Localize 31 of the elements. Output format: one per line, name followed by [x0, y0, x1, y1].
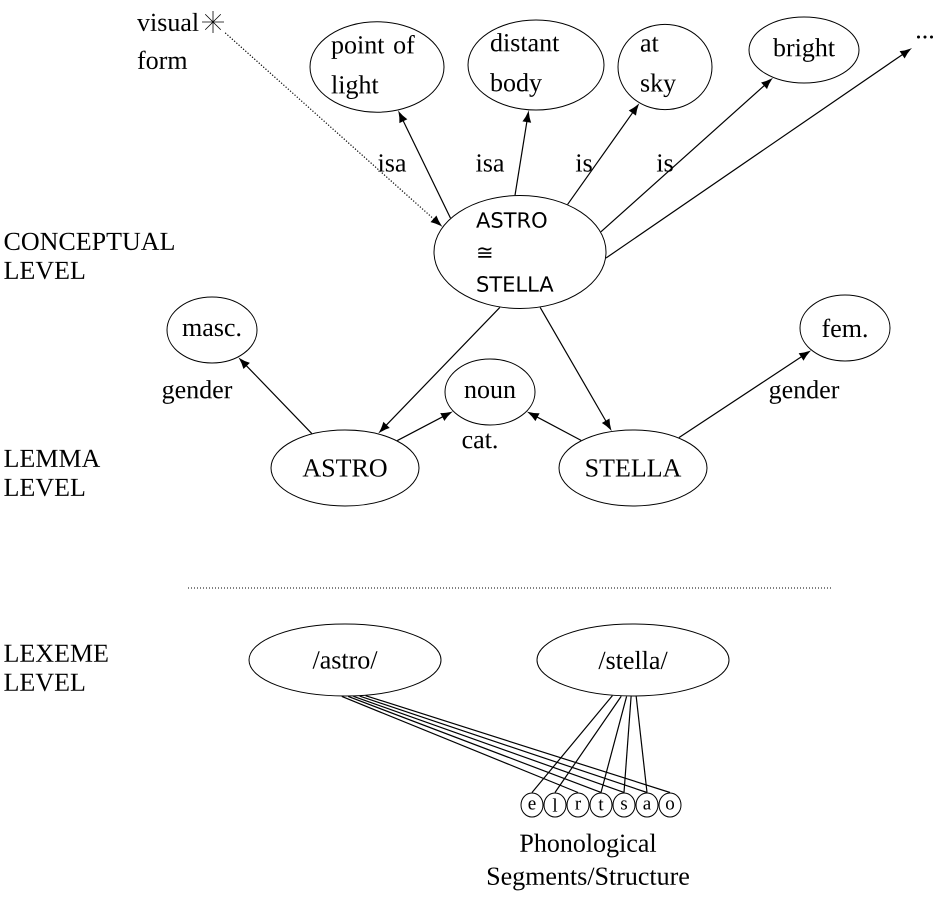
edge-label: is: [576, 154, 592, 172]
category-text: cat.: [462, 434, 497, 448]
connector-line: [532, 695, 613, 793]
level-label: CONCEPTUAL LEVEL: [4, 232, 174, 280]
arrow: [678, 351, 810, 438]
asterisk-symbol: [202, 10, 224, 34]
beside-text: visual form: [137, 12, 199, 70]
level-label: LEXEME LEVEL: [4, 644, 108, 692]
connector-line: [623, 696, 632, 793]
connector-line: [600, 696, 628, 793]
arrow: [397, 412, 452, 442]
caption-text: Phonological Segments/Structure: [488, 834, 689, 890]
edge-label: isa: [378, 154, 406, 172]
level-label: LEMMA LEVEL: [4, 450, 100, 496]
arrow: [540, 307, 612, 430]
connector-line: [554, 696, 622, 793]
edge-label: is: [656, 154, 673, 172]
arrow: [567, 104, 638, 205]
arrow: [600, 78, 772, 232]
ellipsis-text: ...: [916, 35, 934, 39]
edge-label: isa: [476, 154, 504, 172]
arrow: [398, 112, 452, 218]
arrow: [514, 112, 531, 196]
arrow: [239, 358, 312, 434]
arrow: [224, 32, 442, 226]
arrow: [606, 48, 911, 258]
edge-label: gender: [770, 380, 840, 404]
arrow: [528, 412, 582, 441]
edge-label: gender: [162, 380, 232, 404]
arrow: [379, 307, 500, 432]
connector-line: [636, 696, 648, 793]
